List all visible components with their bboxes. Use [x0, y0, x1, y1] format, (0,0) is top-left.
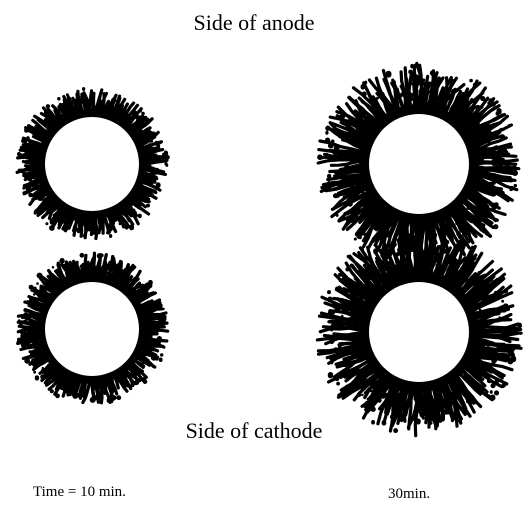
- time-10min-caption: Time = 10 min.: [33, 484, 126, 501]
- electrode: [369, 282, 469, 382]
- deposit-10min-cathode-side: [17, 253, 168, 403]
- electrode: [369, 114, 469, 214]
- cathode-side-label: Side of cathode: [0, 418, 508, 444]
- deposit-30min-cathode-side: [317, 229, 522, 436]
- electrode: [45, 282, 139, 376]
- deposit-10min-anode-side: [17, 87, 170, 238]
- electrode: [45, 117, 139, 211]
- time-30min-caption: 30min.: [388, 486, 430, 503]
